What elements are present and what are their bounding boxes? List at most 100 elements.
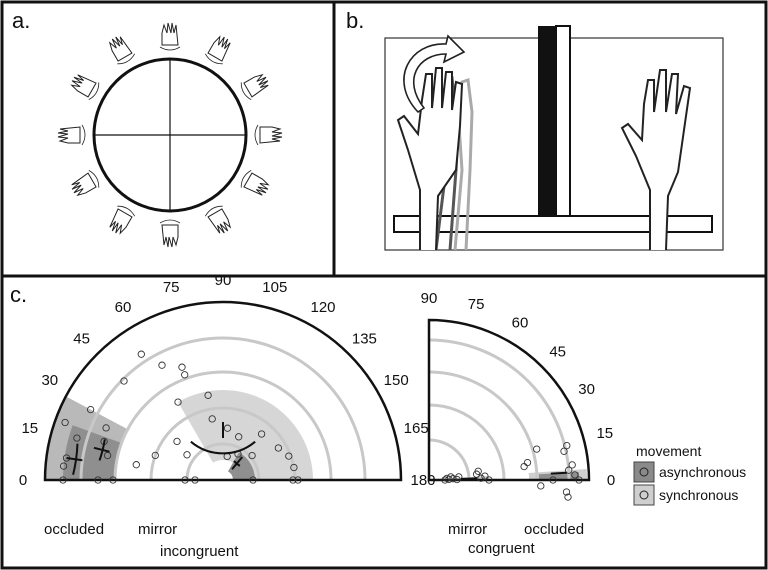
hand-icon (71, 169, 100, 197)
data-point (485, 476, 493, 484)
mirror-black (538, 26, 556, 220)
data-point (447, 473, 455, 481)
hand-shape (71, 172, 97, 197)
grid-ring (79, 336, 367, 481)
data-point (132, 461, 140, 469)
data-point (549, 476, 557, 484)
hand-icon (159, 22, 181, 51)
data-point (59, 462, 68, 470)
mean-marker (550, 471, 567, 475)
data-point (441, 476, 449, 484)
hand-shape (161, 224, 179, 248)
data-point (173, 437, 181, 446)
data-point (474, 467, 482, 475)
hand-shape (243, 172, 270, 196)
data-point (191, 476, 199, 484)
angle-tick-label: 150 (384, 372, 409, 389)
data-point (109, 476, 117, 484)
data-point (537, 482, 545, 490)
grid-ring (149, 406, 297, 481)
polar-outline (43, 300, 403, 482)
mirror-white (555, 25, 571, 221)
data-point (249, 476, 257, 484)
hand-ring (57, 22, 283, 248)
data-point (102, 424, 110, 432)
grid-ring (113, 370, 333, 481)
legend-marker-asynchronous (639, 467, 649, 477)
left-hand (396, 67, 464, 251)
data-point (181, 371, 189, 379)
hand-shape (108, 36, 133, 62)
angle-tick-label: 15 (21, 420, 38, 437)
hand-shape (57, 126, 81, 144)
label-mirror-right: mirror (448, 521, 487, 538)
legend-label-synchronous: synchronous (659, 487, 738, 503)
data-point (285, 452, 293, 460)
mean-arc (72, 443, 79, 476)
panel-a-label: a. (12, 8, 30, 33)
data-point (568, 461, 576, 469)
angle-tick-label: 105 (262, 279, 287, 296)
hand-wrist (88, 82, 100, 101)
hand-icon (108, 36, 136, 65)
angle-tick-label: 75 (163, 279, 180, 296)
angle-tick-label: 60 (115, 299, 132, 316)
mean-marker (66, 457, 83, 462)
sector-mirror-async (228, 452, 255, 480)
data-point (208, 415, 216, 423)
data-point (560, 447, 568, 455)
data-point (290, 463, 298, 472)
legend: movement asynchronous synchronous (633, 443, 746, 506)
angle-tick-label: 60 (512, 314, 529, 331)
data-point (565, 466, 573, 474)
grid-ring (185, 442, 261, 481)
right-hand (620, 69, 692, 251)
data-point (274, 444, 283, 452)
hand-icon (70, 74, 100, 101)
mean-arc (190, 440, 256, 455)
data-point (571, 471, 579, 479)
hand-wrist (159, 46, 181, 51)
data-point (564, 493, 572, 501)
legend-title: movement (636, 443, 701, 459)
angle-tick-label: 45 (549, 343, 566, 360)
hand-wrist (240, 169, 252, 188)
hand-wrist (88, 169, 100, 188)
hand-wrist (117, 53, 136, 65)
mean-marker (460, 477, 478, 480)
panel-c-frame (0, 274, 768, 570)
label-mirror-left: mirror (138, 521, 177, 538)
angle-tick-label: 90 (215, 272, 232, 289)
angle-tick-label: 165 (404, 420, 429, 437)
data-point (86, 405, 95, 414)
data-point (523, 458, 532, 467)
hand-shape (161, 22, 179, 46)
data-point (235, 433, 243, 441)
data-point (248, 451, 256, 460)
hand-icon (240, 73, 269, 101)
data-point (204, 391, 212, 399)
hand-icon (204, 35, 231, 65)
data-point (94, 476, 102, 484)
grid-ring (428, 338, 571, 481)
data-point (455, 473, 463, 481)
angle-tick-label: 0 (19, 472, 27, 489)
data-point (158, 361, 166, 369)
hand-icon (109, 205, 136, 235)
data-point (223, 424, 232, 432)
grid-ring (428, 438, 471, 481)
data-point (174, 398, 182, 406)
angle-tick-label: 30 (578, 381, 595, 398)
legend-swatch-synchronous (633, 484, 655, 506)
data-point (563, 441, 571, 450)
hand-shape (109, 208, 133, 235)
hand-wrist (204, 53, 223, 65)
panel-b-label: b. (346, 8, 364, 33)
label-occluded-right: occluded (524, 521, 584, 538)
data-point (59, 476, 67, 484)
data-point (151, 451, 159, 460)
data-point (289, 476, 297, 484)
label-congruent: congruent (468, 540, 536, 557)
